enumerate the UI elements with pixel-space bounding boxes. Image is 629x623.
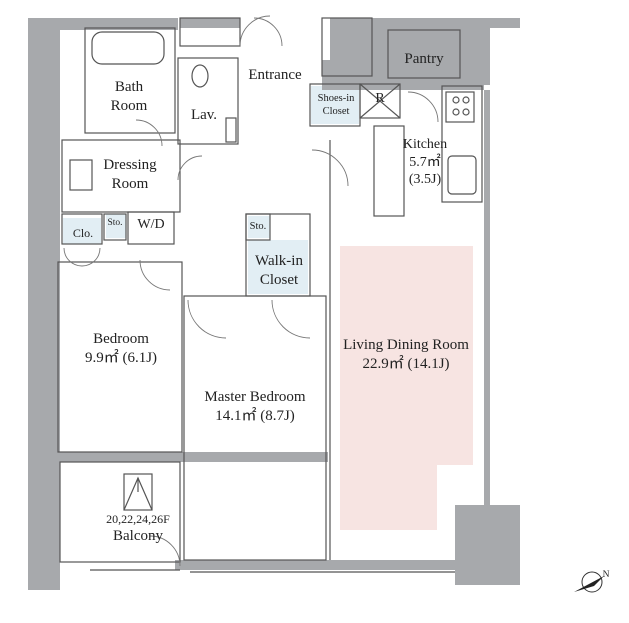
washer-dryer-label: W/D [137,217,165,232]
bath-room-line1: Bath [114,79,144,95]
living-dining-label: Living Dining Room 22.9㎡ (14.1J) [330,336,482,374]
dressing-room-line1: Dressing [103,157,157,173]
kitchen-jo: (3.5J) [408,172,442,187]
interior-walls [57,17,483,573]
walk-in-closet-fill [248,240,308,294]
balcony-floors: 20,22,24,26F [106,512,170,526]
sto-a-fill [106,214,126,238]
entrance-label: Entrance [248,67,302,83]
kitchen-name: Kitchen [402,137,448,152]
master-bedroom-name: Master Bedroom [204,389,306,405]
bedroom-label: Bedroom 9.9㎡ (6.1J) [64,330,178,368]
living-dining-area: 22.9㎡ (14.1J) [362,355,450,372]
walk-in-closet-label: Walk-in Closet [248,252,310,290]
north-compass [574,571,604,593]
dressing-room-line2: Room [111,175,149,192]
living-dining-name: Living Dining Room [343,337,469,353]
closet-label: Clo. [72,226,94,240]
compass-north-label: N [602,570,610,580]
ldk-highlight [340,246,473,530]
master-bedroom-area: 14.1㎡ (8.7J) [215,407,295,424]
clo-fill [63,218,101,244]
master-bedroom-label: Master Bedroom 14.1㎡ (8.7J) [188,388,322,426]
bedroom-name: Bedroom [93,331,149,347]
kitchen-label: Kitchen 5.7㎡ (3.5J) [392,136,458,189]
sto-b-fill [248,216,270,238]
bath-room-line2: Room [110,97,148,114]
walk-in-closet-line2: Closet [259,271,299,288]
balcony-label: 20,22,24,26F Balcony [86,512,190,546]
balcony-name: Balcony [113,528,163,544]
bath-room-label: Bath Room [98,78,160,116]
shoes-closet-line2: Closet [322,106,350,118]
shoes-closet-fill [311,86,359,124]
walk-in-closet-line1: Walk-in [255,253,303,269]
pantry-label: Pantry [404,51,444,67]
shoes-closet-line1: Shoes-in [317,93,355,104]
lav-label: Lav. [190,107,218,123]
door-swings [63,15,439,567]
storage-a-label: Sto. [107,218,123,228]
refrigerator-label: R [375,91,385,106]
dressing-room-label: Dressing Room [94,156,166,194]
bedroom-area: 9.9㎡ (6.1J) [84,349,158,366]
storage-b-label: Sto. [249,221,267,232]
shoes-closet-label: Shoes-in Closet [310,92,362,118]
kitchen-area: 5.7㎡ [409,154,441,170]
